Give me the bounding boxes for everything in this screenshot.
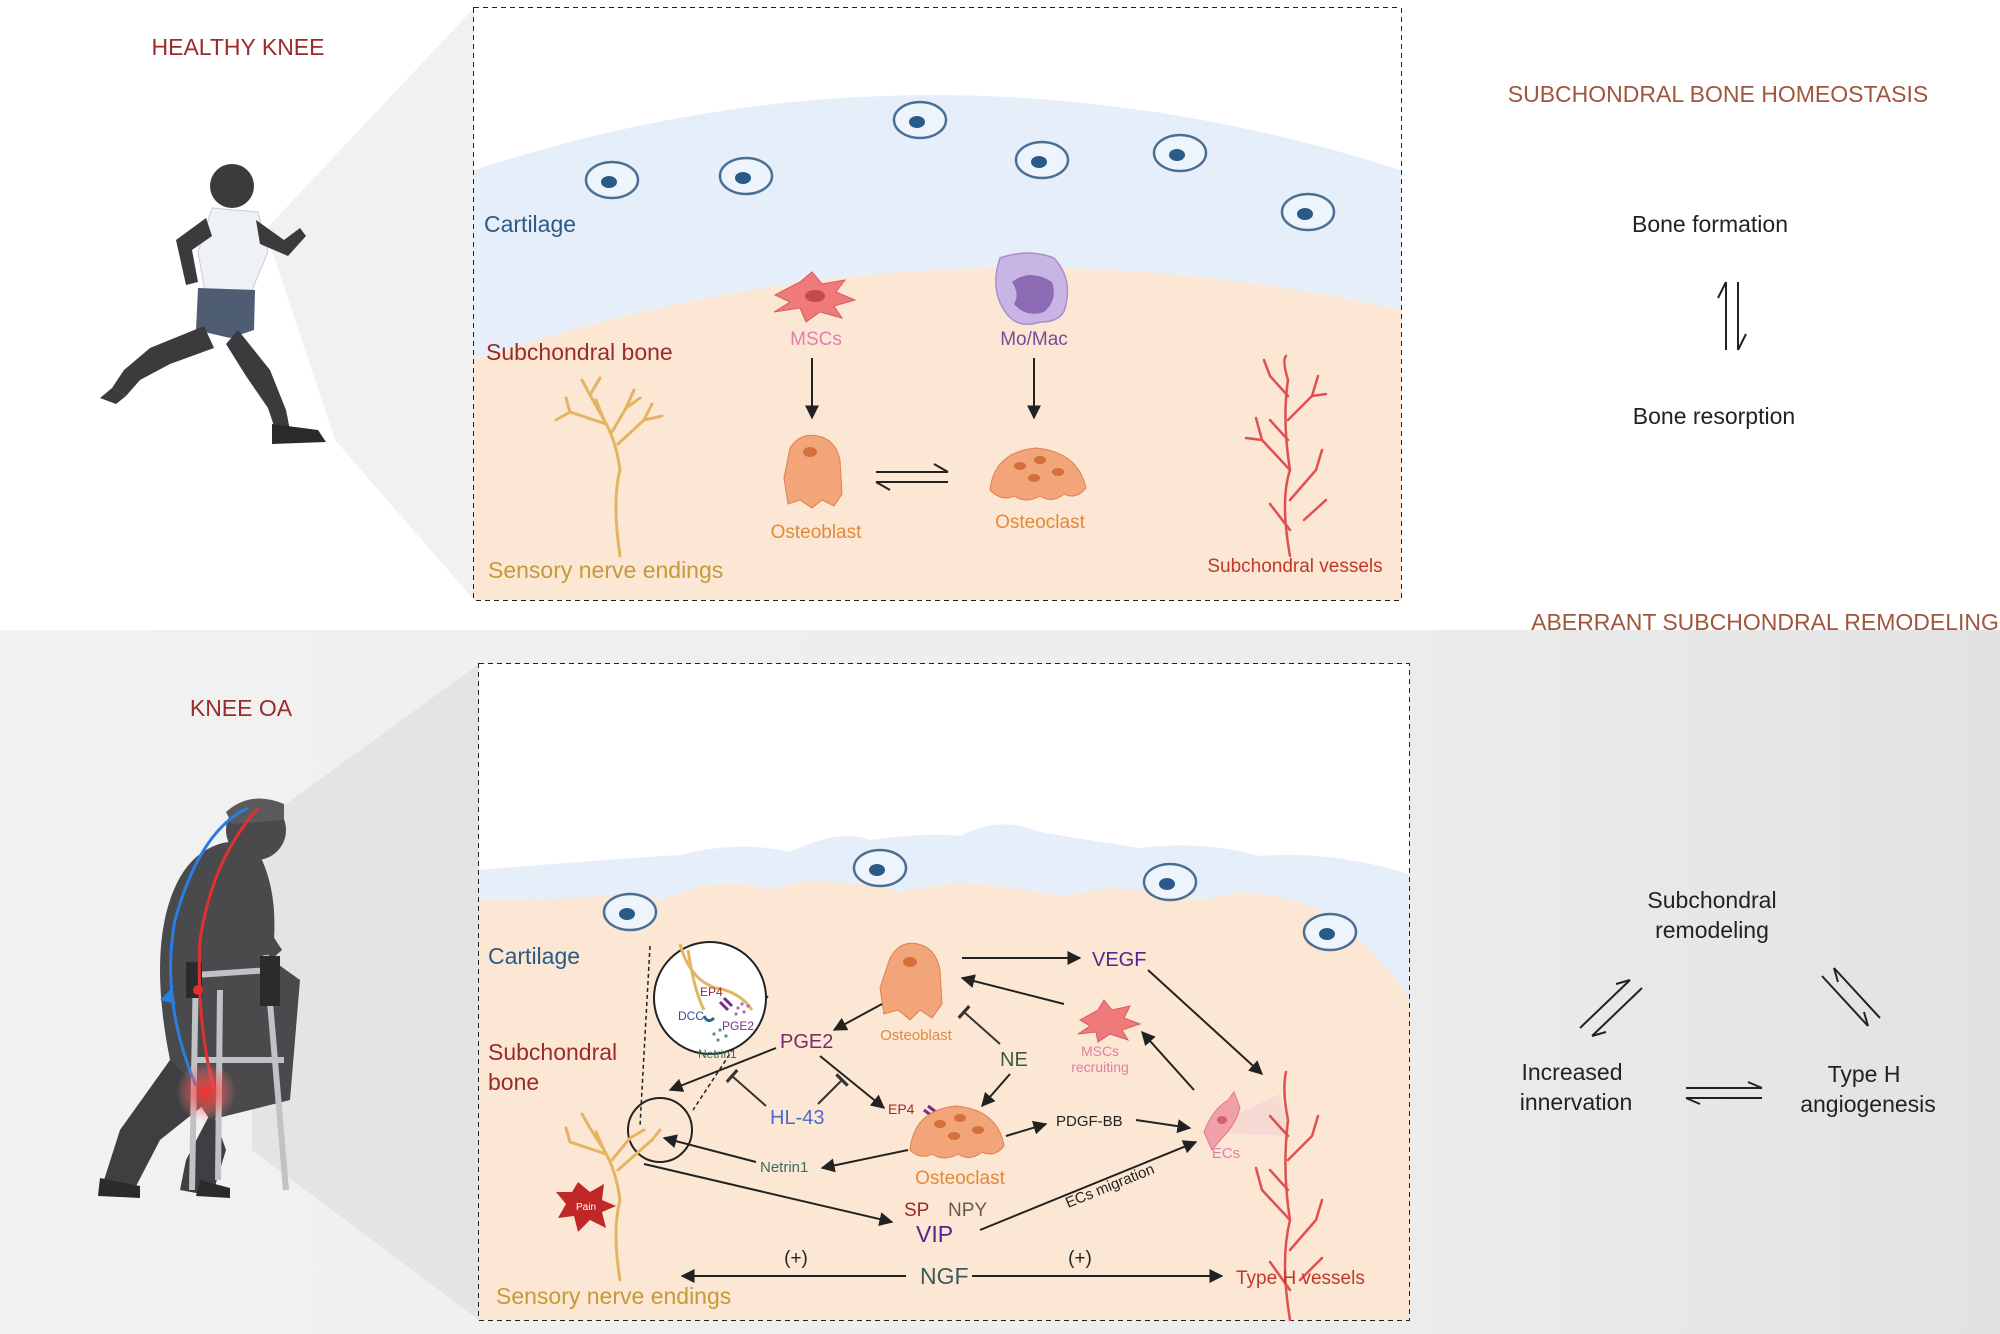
ecs-label: ECs (1212, 1145, 1240, 1162)
mscs-recruiting-label-1: MSCs (1081, 1043, 1119, 1059)
osteoblast-label-top: Osteoblast (771, 522, 863, 543)
neuropeptides-to-ecs-arrow (979, 1140, 1198, 1231)
type-h-vessels (1254, 1070, 1324, 1322)
ne-to-osteoclast-arrow (981, 1073, 1011, 1108)
osteoclast-label-oa: Osteoclast (915, 1168, 1005, 1189)
msc-to-osteoblast-arrow-oa (960, 974, 1065, 1005)
healthy-knee-title: HEALTHY KNEE (152, 34, 325, 60)
ep4-label: EP4 (888, 1101, 915, 1117)
remodeling-label-2: remodeling (1655, 917, 1769, 943)
msc-recruiting-cell (1077, 999, 1142, 1043)
osteoclast-cell-top (989, 447, 1087, 501)
zoom-ep4-label: EP4 (700, 985, 723, 999)
homeostasis-heading: SUBCHONDRAL BONE HOMEOSTASIS (1508, 81, 1928, 107)
top-panel: HEALTHY KNEE (100, 7, 1928, 601)
cartilage-label-top: Cartilage (484, 211, 576, 237)
equilibrium-arrows-top (875, 463, 949, 491)
osteoblast-cell-top (783, 434, 843, 509)
vegf-label: VEGF (1092, 949, 1146, 971)
bone-resorption-label: Bone resorption (1633, 403, 1795, 429)
homeostasis-balance-arrows (1717, 281, 1747, 351)
hl43-inhibits-pge2-right (817, 1073, 849, 1105)
knee-pain-glow (176, 1062, 236, 1122)
hl43-label: HL-43 (770, 1107, 824, 1129)
bone-formation-label: Bone formation (1632, 211, 1788, 237)
zoom-dcc-label: DCC (678, 1009, 704, 1023)
plus-left-label: (+) (784, 1248, 808, 1269)
pdgf-to-ecs-arrow (1135, 1119, 1192, 1134)
zoom-pge2-label: PGE2 (722, 1019, 754, 1033)
pge2-label: PGE2 (780, 1031, 833, 1053)
mscs-recruiting-label-2: recruiting (1071, 1059, 1129, 1075)
netrin-to-nerve-arrow (662, 1134, 757, 1163)
mscs-label-top: MSCs (790, 329, 842, 350)
ngf-label: NGF (920, 1263, 969, 1289)
chondrocytes-top (584, 100, 1336, 232)
sp-label: SP (904, 1200, 929, 1221)
pdgfbb-label: PDGF-BB (1056, 1113, 1123, 1130)
subchondral-label-oa-1: Subchondral (488, 1039, 617, 1065)
zoom-cone-top (265, 8, 474, 600)
momac-label: Mo/Mac (1000, 329, 1068, 350)
pge2-to-nerve-arrow (668, 1047, 777, 1092)
type-h-vessels-label: Type H vessels (1236, 1268, 1365, 1289)
cycle-arrows (1579, 967, 1881, 1105)
subchondral-bone-label-top: Subchondral bone (486, 339, 673, 365)
ecs-to-msc-arrow (1141, 1030, 1195, 1091)
osteoclast-to-pdgf-arrow (1005, 1120, 1048, 1137)
ne-inhibits-osteoblast (957, 1004, 1001, 1045)
sensory-nerve-top (554, 376, 664, 558)
hl43-inhibits-pge2-left (725, 1068, 767, 1107)
zoom-netrin-label: Netrin1 (698, 1047, 737, 1061)
subchondral-vessels-label: Subchondral vessels (1207, 556, 1382, 577)
pge2-to-ep4-arrow (819, 1055, 886, 1109)
ne-label: NE (1000, 1049, 1028, 1071)
bottom-panel: KNEE OA (0, 609, 2000, 1334)
pain-label: Pain (576, 1202, 596, 1213)
subchondral-label-oa-2: bone (488, 1069, 539, 1095)
pain-burst-icon (556, 1182, 616, 1232)
remodeling-label-1: Subchondral (1647, 887, 1776, 913)
osteoblast-cell-oa (879, 942, 943, 1021)
innervation-label-1: Increased (1521, 1059, 1622, 1085)
osteoblast-to-pge2-arrow (832, 1003, 883, 1031)
elderly-walker-figure (98, 798, 300, 1198)
receptor-zoom-inset: EP4 DCC PGE2 Netrin1 (639, 941, 769, 1127)
knee-oa-title: KNEE OA (190, 695, 293, 721)
innervation-label-2: innervation (1520, 1089, 1633, 1115)
sensory-nerve-label-oa: Sensory nerve endings (496, 1283, 731, 1309)
nerve-end-highlight (627, 1097, 693, 1163)
cartilage-label-oa: Cartilage (488, 943, 580, 969)
zoom-cone-bottom (250, 664, 479, 1320)
netrin1-label: Netrin1 (760, 1159, 808, 1176)
nerve-to-neuropeptides-arrow (643, 1163, 894, 1226)
aberrant-remodeling-heading: ABERRANT SUBCHONDRAL REMODELING (1531, 609, 1999, 635)
osteoblast-label-oa: Osteoblast (880, 1027, 953, 1044)
osteoclast-cell-oa (909, 1105, 1005, 1159)
vegf-to-vessels-arrow (1147, 969, 1264, 1075)
subchondral-vessels-top (1244, 354, 1328, 558)
osteoclast-label-top: Osteoclast (995, 512, 1085, 533)
runner-figure (100, 164, 326, 444)
sensory-nerve-oa (564, 1112, 662, 1282)
osteoclast-to-netrin-arrow (820, 1149, 909, 1173)
plus-right-label: (+) (1068, 1248, 1092, 1269)
sensory-nerve-label-top: Sensory nerve endings (488, 557, 723, 583)
vip-label: VIP (916, 1221, 953, 1247)
angiogenesis-label-1: Type H (1828, 1061, 1901, 1087)
angiogenesis-label-2: angiogenesis (1800, 1091, 1936, 1117)
chondrocytes-oa (602, 848, 1358, 952)
npy-label: NPY (948, 1200, 987, 1221)
